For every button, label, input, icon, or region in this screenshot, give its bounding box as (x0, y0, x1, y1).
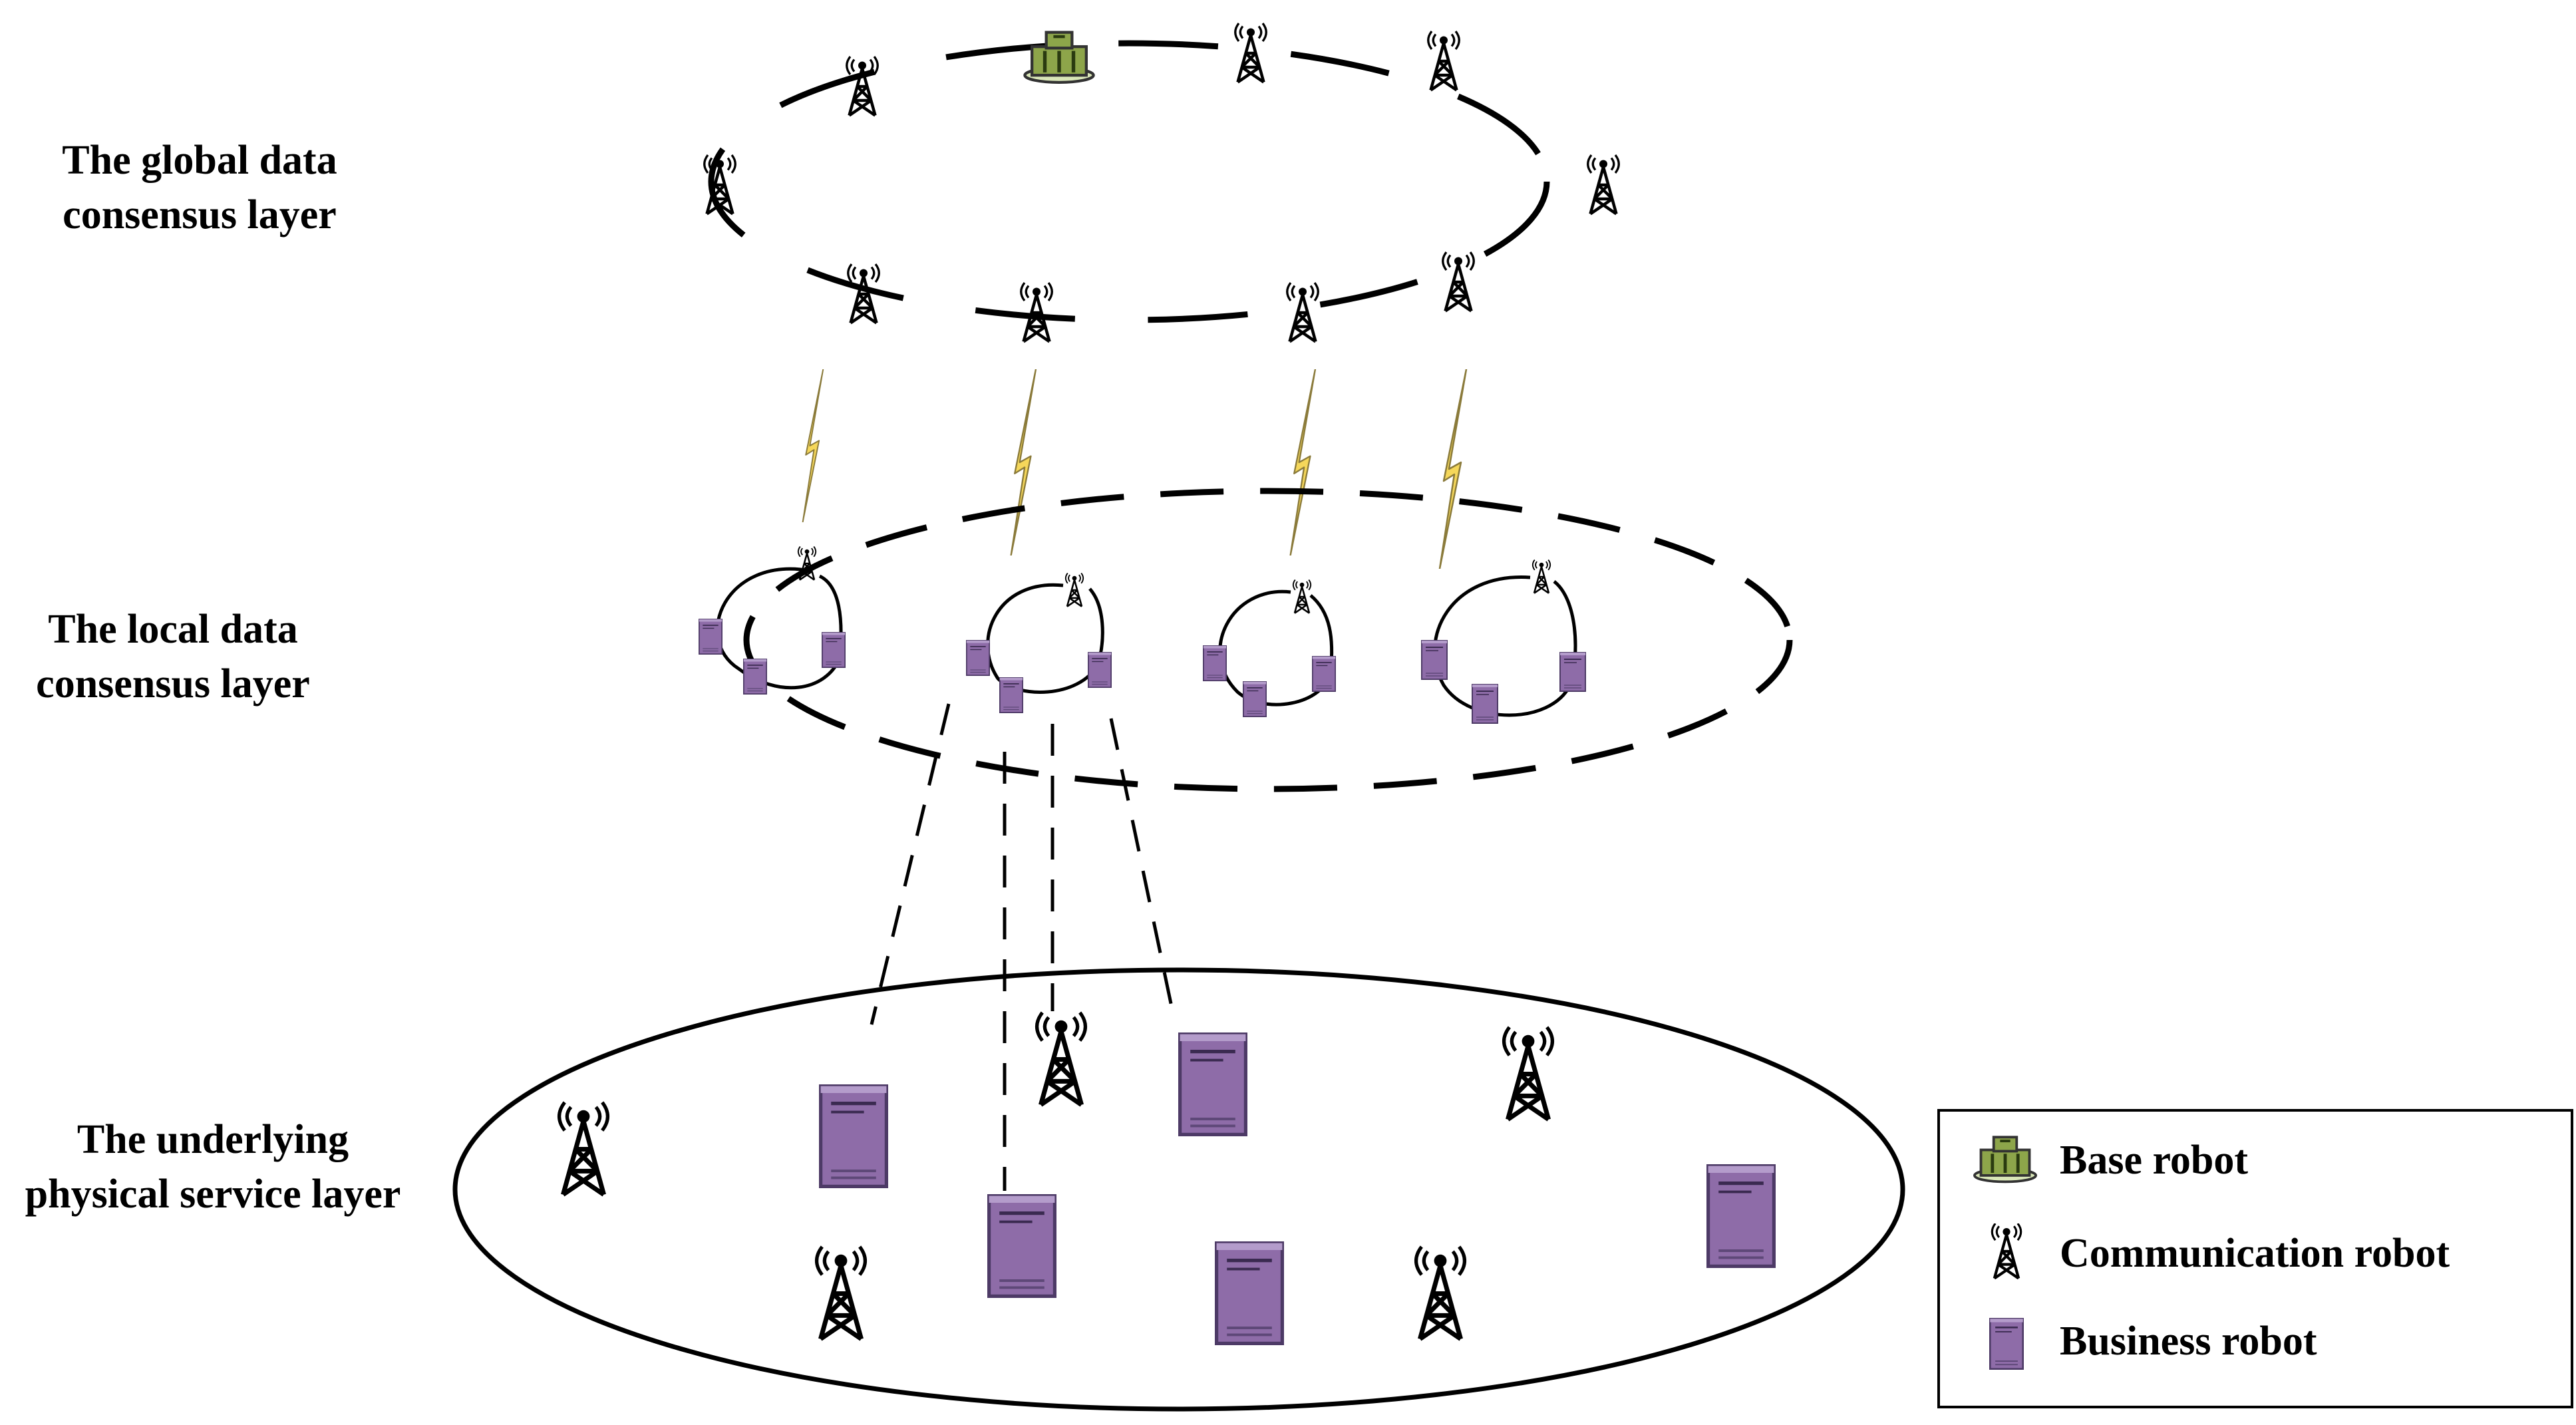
server-icon (1312, 656, 1336, 692)
lightning-icon (1009, 369, 1037, 555)
physical-layer-nodes (560, 1013, 1774, 1343)
local-cluster-4 (1421, 559, 1586, 724)
local-cluster-1 (699, 546, 846, 695)
global-layer-label-line2: consensus layer (63, 192, 337, 238)
server-icon (1472, 684, 1498, 724)
server-icon (699, 619, 723, 655)
server-icon (743, 659, 767, 695)
radio-tower-icon (1235, 23, 1267, 82)
server-icon (1559, 652, 1586, 692)
server-icon (999, 677, 1023, 713)
radio-tower-icon (1416, 1247, 1465, 1339)
server-icon (821, 1086, 887, 1187)
server-icon (822, 632, 846, 668)
base-robot-icon (1025, 33, 1093, 82)
local-layer-ring (743, 488, 1793, 792)
legend-business-robot-label: Business robot (2060, 1319, 2317, 1364)
physical-layer-label-line2: physical service layer (25, 1172, 401, 1217)
radio-tower-icon (797, 546, 817, 581)
wireless-links (801, 369, 1468, 569)
layer-connectors (870, 703, 1174, 1191)
radio-tower-icon (1064, 572, 1084, 608)
radio-tower-icon (1531, 559, 1551, 595)
legend-communication-robot-label: Communication robot (2060, 1231, 2450, 1276)
server-icon (1421, 640, 1448, 680)
lightning-icon (801, 369, 824, 522)
server-icon (1088, 652, 1112, 688)
radio-tower-icon (1443, 252, 1474, 311)
server-icon (966, 640, 990, 676)
global-layer-label-line1: The global data (62, 138, 337, 183)
legend-base-robot-label: Base robot (2060, 1138, 2249, 1183)
radio-tower-icon (1428, 31, 1460, 90)
radio-tower-icon (1037, 1013, 1086, 1105)
radio-tower-icon (1021, 283, 1052, 342)
radio-tower-icon (1588, 155, 1619, 214)
server-icon (1243, 681, 1267, 717)
radio-tower-icon (560, 1102, 608, 1195)
local-layer-label: The local data consensus layer (7, 602, 339, 711)
legend-communication-robot-icon (1988, 1218, 2025, 1285)
physical-layer-label: The underlying physical service layer (0, 1112, 426, 1221)
server-icon (1708, 1166, 1774, 1267)
physical-layer-label-line1: The underlying (77, 1117, 349, 1162)
local-layer-label-line1: The local data (48, 607, 298, 652)
server-icon (989, 1196, 1055, 1297)
server-icon (1203, 645, 1227, 681)
radio-tower-icon (817, 1247, 866, 1339)
radio-tower-icon (1292, 579, 1312, 615)
server-icon (1180, 1034, 1246, 1135)
radio-tower-icon (1504, 1027, 1553, 1120)
lightning-icon (1438, 369, 1468, 569)
radio-tower-icon (847, 57, 878, 116)
legend-base-robot-icon (1973, 1132, 2037, 1184)
radio-tower-icon (1287, 283, 1319, 342)
global-layer-ring (708, 40, 1550, 323)
local-layer-label-line2: consensus layer (36, 661, 310, 707)
global-layer-label: The global data consensus layer (27, 133, 373, 242)
local-cluster-2 (966, 572, 1112, 713)
global-layer-nodes (705, 23, 1619, 342)
local-cluster-3 (1203, 579, 1336, 717)
legend: Base robot Communication robot Business … (1937, 1109, 2573, 1408)
physical-layer-ring (452, 967, 1905, 1412)
lightning-icon (1289, 369, 1317, 555)
legend-business-robot-icon (1989, 1318, 2024, 1370)
server-icon (1217, 1243, 1283, 1344)
